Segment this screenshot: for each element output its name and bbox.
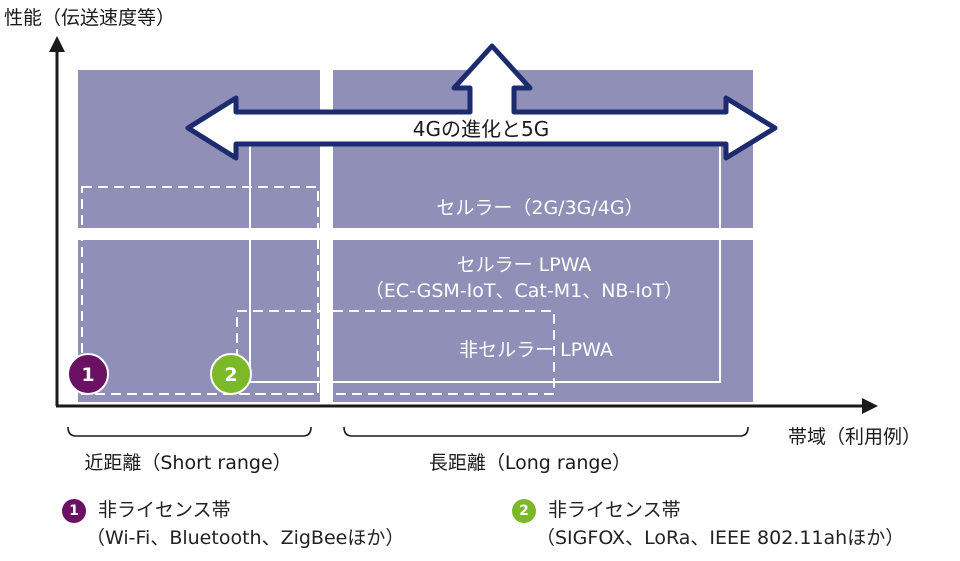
legend-2-title: 非ライセンス帯 (548, 499, 681, 521)
legend-1-examples: （Wi-Fi、Bluetooth、ZigBeeほか） (86, 527, 405, 549)
legend-1-badge: 1 (62, 499, 86, 523)
long-range-upper-region (333, 70, 753, 228)
cellular-lpwa-examples: （EC-GSM-IoT、Cat-M1、NB-IoT） (365, 280, 683, 302)
unlicensed-band-2-dashed-outline (236, 310, 555, 395)
long-range-lower-region (333, 240, 753, 402)
long-range-bracket (343, 426, 749, 437)
cellular-label: セルラー（2G/3G/4G） (436, 197, 643, 219)
legend-1-title: 非ライセンス帯 (98, 499, 231, 521)
x-axis-label: 帯域（利用例） (788, 426, 921, 448)
cellular-lpwa-label: セルラー LPWA (457, 254, 592, 276)
short-range-label: 近距離（Short range） (84, 452, 291, 474)
cellular-lpwa-outline (249, 142, 721, 383)
badge-1-number: 1 (81, 364, 94, 386)
arrow-label: 4Gの進化と5G (413, 117, 549, 141)
short-range-lower-region (78, 240, 320, 402)
badge-2: 2 (210, 353, 252, 395)
y-axis-label: 性能（伝送速度等） (4, 7, 175, 29)
badge-1: 1 (67, 353, 109, 395)
non-cellular-lpwa-label: 非セルラー LPWA (459, 339, 613, 361)
legend-2-badge: 2 (512, 499, 536, 523)
x-axis-arrowhead (862, 398, 878, 414)
legend-2-examples: （SIGFOX、LoRa、IEEE 802.11ahほか） (536, 527, 905, 549)
y-axis-arrowhead (49, 36, 65, 52)
long-range-label: 長距離（Long range） (429, 452, 631, 474)
unlicensed-band-1-dashed-outline (81, 186, 319, 395)
short-range-bracket (67, 426, 312, 437)
short-range-upper-region (78, 70, 320, 228)
badge-2-number: 2 (224, 364, 237, 386)
evolution-double-arrow (185, 43, 778, 161)
